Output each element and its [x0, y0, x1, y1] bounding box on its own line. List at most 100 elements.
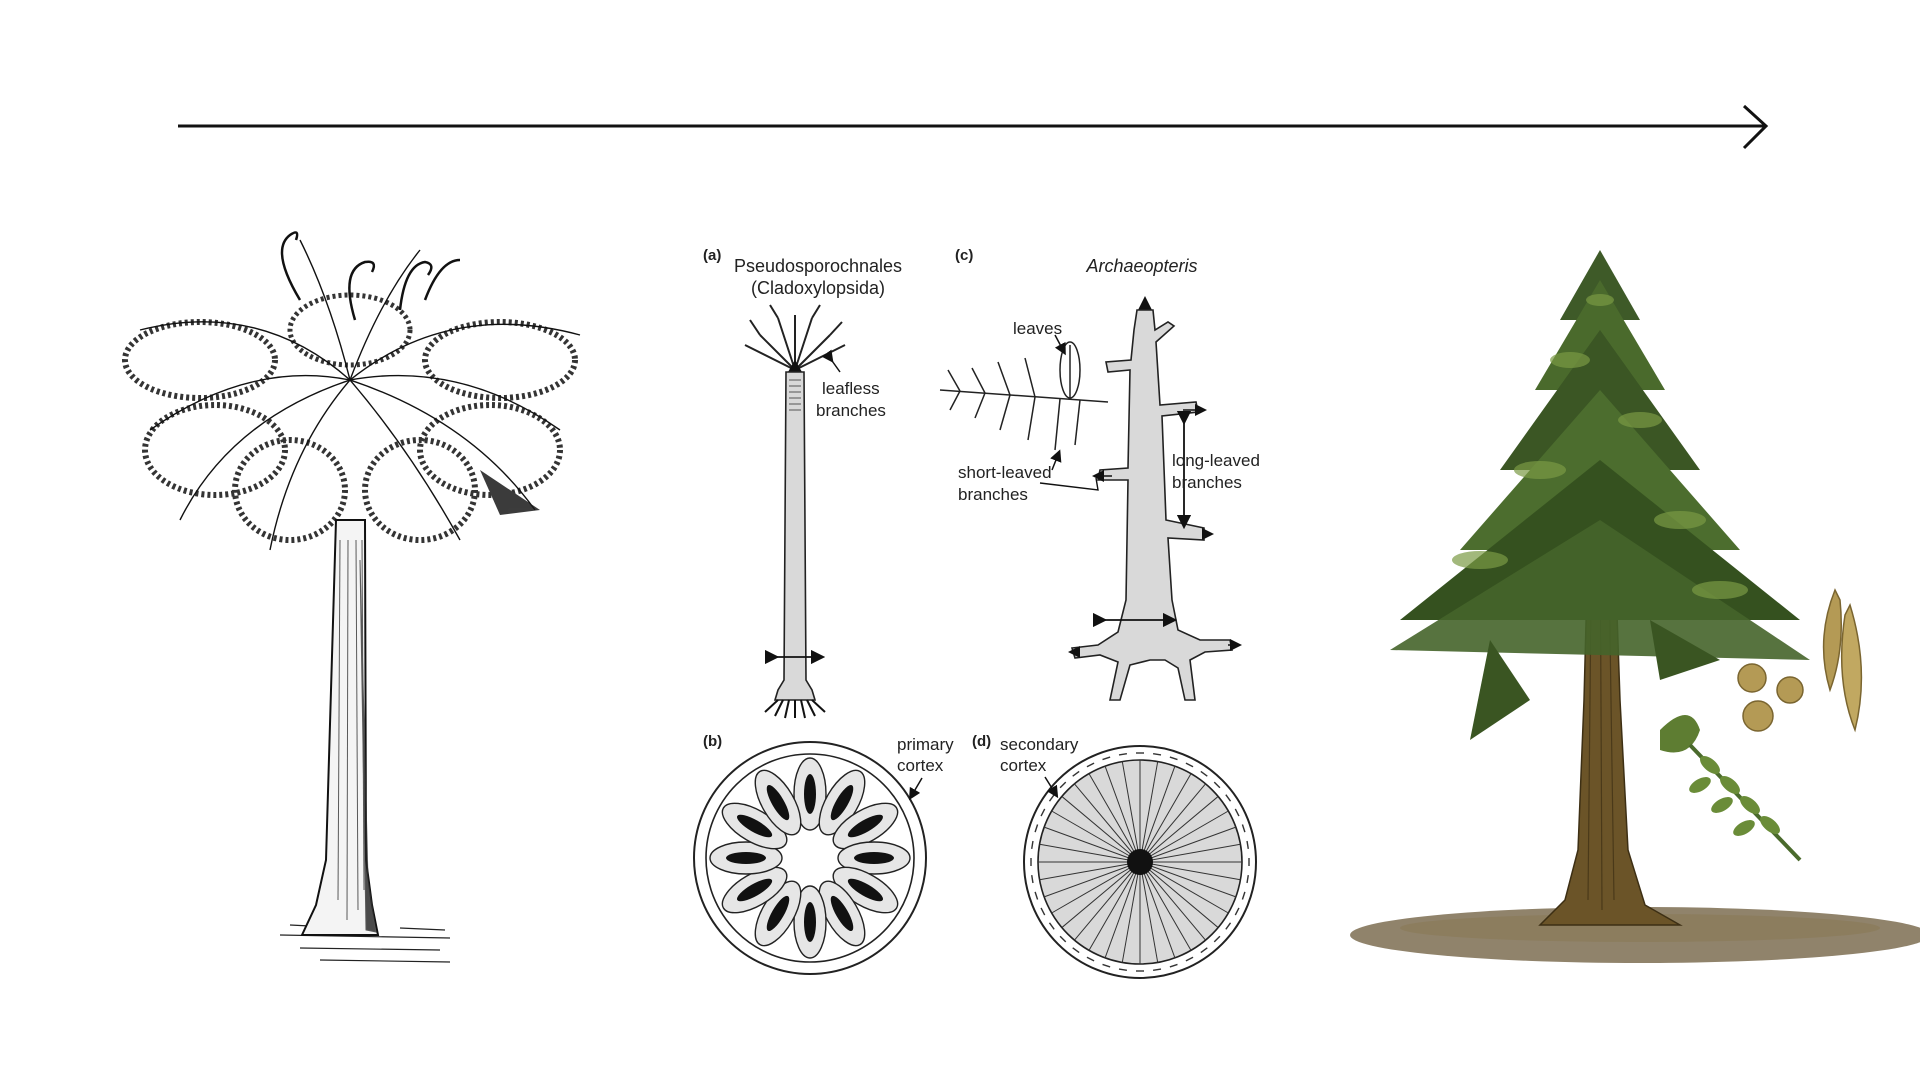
panel-a-crown-branches [744, 304, 846, 371]
cortex-dash [1185, 956, 1194, 962]
cortex-dash [1241, 824, 1246, 833]
wood-ray [1139, 861, 1159, 963]
wood-ray [1061, 861, 1141, 928]
cortex-dash [1234, 907, 1240, 916]
cortex-dash [1169, 963, 1178, 968]
panel-d-annotation-line2: cortex [1000, 756, 1047, 775]
panel-c-long-leaved-line2: branches [1172, 473, 1242, 492]
panel-d: (d) secondary cortex [972, 733, 1257, 979]
panel-a-title-line2: (Cladoxylopsida) [751, 278, 885, 298]
wood-ray [1121, 861, 1141, 963]
wood-ray [1039, 861, 1141, 881]
cortex-dash [1086, 762, 1095, 768]
anatomy-diagram: (a) Pseudosporochnales (Cladoxylopsida) [693, 247, 1260, 979]
fern-foliage [122, 292, 578, 543]
wood-ray [1139, 796, 1219, 863]
cortex-dash [1234, 808, 1240, 817]
cortex-dash [1031, 874, 1034, 884]
xylem-core [830, 784, 854, 821]
cortex-dash [1034, 891, 1039, 900]
cortex-dash [1152, 968, 1162, 971]
panel-c-short-leaved-line1: short-leaved [958, 463, 1052, 482]
panel-c-title: Archaeopteris [1085, 256, 1197, 276]
cortex-dash [1040, 907, 1046, 916]
wood-ray [1043, 826, 1141, 863]
panel-a-letter: (a) [703, 247, 721, 264]
conifer-leaf-detail [1660, 715, 1802, 862]
wood-ray [1139, 861, 1176, 959]
wood-ray [1139, 810, 1229, 863]
cortex-dash [1059, 935, 1067, 943]
wood-ray [1139, 861, 1219, 928]
conifer-tree-illustration [1350, 250, 1920, 963]
xylem-core [847, 814, 884, 838]
panel-c-letter: (c) [955, 247, 973, 264]
xylem-core [766, 895, 790, 932]
panel-c-leaves-label: leaves [1013, 319, 1062, 338]
wood-ray [1039, 843, 1141, 863]
wood-ray [1051, 861, 1141, 914]
cortex-dash [1152, 753, 1162, 756]
panel-a: (a) Pseudosporochnales (Cladoxylopsida) [703, 247, 902, 719]
wood-ray [1139, 761, 1159, 863]
cortex-dash [1241, 891, 1246, 900]
fern-fiddleheads [280, 231, 461, 321]
wood-ray [1043, 861, 1141, 898]
wood-ray [1139, 861, 1241, 881]
xylem-core [726, 852, 766, 864]
xylem-core [854, 852, 894, 864]
wood-ray [1139, 861, 1192, 951]
panel-a-title-line1: Pseudosporochnales [734, 256, 902, 276]
cortex-dash [1102, 963, 1111, 968]
cortex-dash [1118, 753, 1128, 756]
cortex-dash [1225, 922, 1232, 930]
wood-ray [1104, 861, 1141, 959]
cortex-dash [1059, 781, 1067, 789]
cortex-dash [1048, 922, 1055, 930]
cortex-dash [1246, 840, 1249, 850]
wood-ray [1139, 773, 1192, 863]
xylem-core [766, 784, 790, 821]
panel-c-leafy-branch [939, 341, 1109, 451]
wood-ray [1088, 861, 1141, 951]
panel-c-short-leaved-line2: branches [958, 485, 1028, 504]
cortex-dash [1185, 762, 1194, 768]
wood-ray [1139, 843, 1241, 863]
xylem-core [847, 878, 884, 902]
cortex-dash [1225, 794, 1232, 802]
panel-a-stem [773, 371, 817, 701]
panel-d-annotation-line1: secondary [1000, 735, 1079, 754]
wood-ray [1074, 783, 1141, 863]
conifer-foliage [1390, 250, 1810, 740]
cortex-dash [1213, 781, 1221, 789]
wood-ray [1139, 765, 1176, 863]
tree-fern-illustration [122, 231, 581, 963]
cortex-dash [1213, 935, 1221, 943]
cortex-dash [1200, 770, 1208, 777]
panel-b-annotation-line1: primary [897, 735, 954, 754]
cortex-dash [1200, 947, 1208, 954]
wood-ray [1139, 861, 1206, 941]
panel-b: (b) primary cortex [693, 733, 954, 975]
panel-c-long-leaved-line1: long-leaved [1172, 451, 1260, 470]
panel-d-letter: (d) [972, 733, 991, 750]
panel-c: (c) Archaeopteris [939, 247, 1260, 701]
panel-b-outer-circle [693, 741, 927, 975]
panel-b-annotation-line2: cortex [897, 756, 944, 775]
panel-d-cortex-dashes [1030, 752, 1250, 972]
panel-d-wood-rays [1038, 760, 1242, 964]
panel-c-trunk [1070, 309, 1233, 701]
cortex-dash [1040, 808, 1046, 817]
wood-ray [1139, 861, 1237, 898]
panel-b-xylem-strands [709, 757, 911, 959]
cortex-dash [1118, 968, 1128, 971]
cortex-dash [1034, 824, 1039, 833]
panel-d-pith [1127, 849, 1153, 875]
wood-ray [1051, 810, 1141, 863]
timeline-arrow-icon [178, 104, 1769, 150]
xylem-core [736, 878, 773, 902]
cortex-dash [1072, 770, 1080, 777]
panel-a-roots [764, 699, 826, 719]
xylem-core [830, 895, 854, 932]
